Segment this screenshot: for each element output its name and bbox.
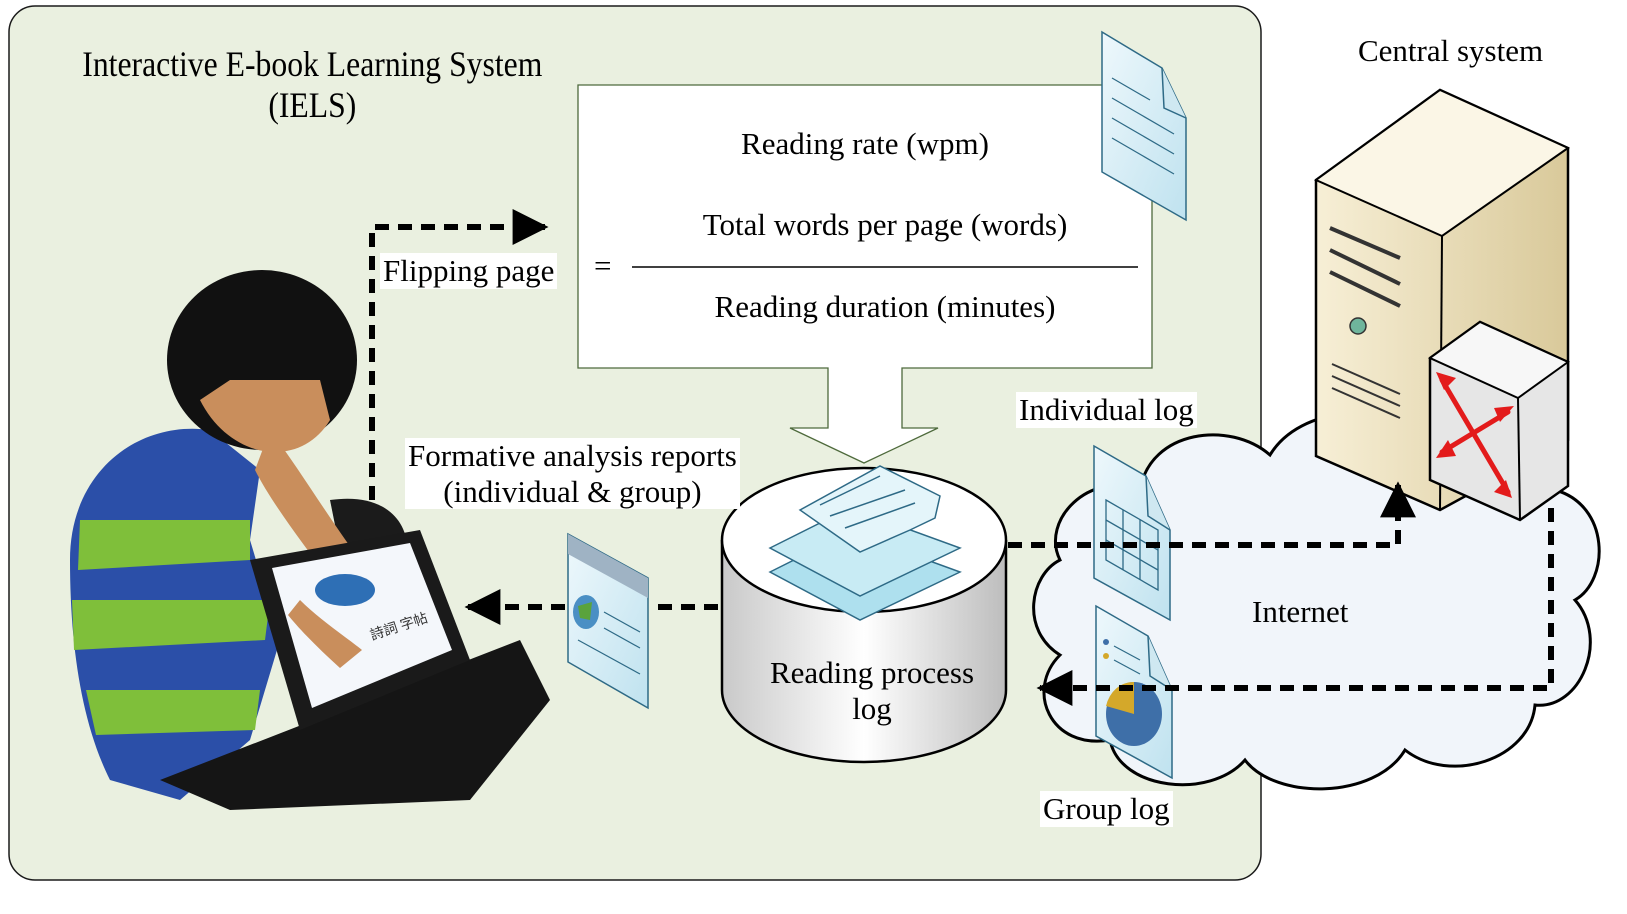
reports-label: Formative analysis reports (individual &… xyxy=(405,438,740,510)
database-label-line1: Reading process xyxy=(769,655,975,690)
individual-log-label: Individual log xyxy=(1016,392,1197,428)
system-title: Interactive E-book Learning System (IELS… xyxy=(58,44,567,127)
group-log-icon xyxy=(1095,604,1173,780)
database-label: Reading process log xyxy=(722,655,1022,726)
formula-equals: = xyxy=(594,248,612,283)
formula-box xyxy=(577,84,1153,464)
database-icon xyxy=(720,465,1008,764)
document-icon xyxy=(1101,30,1187,222)
reports-label-line2: (individual & group) xyxy=(443,473,702,509)
student-illustration: 詩詞 字帖 xyxy=(70,270,550,810)
formula-lhs: Reading rate (wpm) xyxy=(741,126,989,161)
system-title-line2: (IELS) xyxy=(268,85,357,126)
report-icon xyxy=(567,532,649,710)
flipping-page-label: Flipping page xyxy=(380,253,558,289)
formula-denominator: Reading duration (minutes) xyxy=(714,289,1056,324)
central-system-label: Central system xyxy=(1358,33,1544,68)
network-switch-icon xyxy=(1428,320,1570,522)
switch-to-db-connector xyxy=(1036,508,1554,706)
group-log-label: Group log xyxy=(1040,791,1173,827)
system-title-line1: Interactive E-book Learning System xyxy=(82,44,543,84)
reports-label-line1: Formative analysis reports xyxy=(408,438,737,473)
database-label-line2: log xyxy=(852,690,892,726)
formula-numerator: Total words per page (words) xyxy=(702,207,1068,242)
internet-label: Internet xyxy=(1252,594,1349,629)
